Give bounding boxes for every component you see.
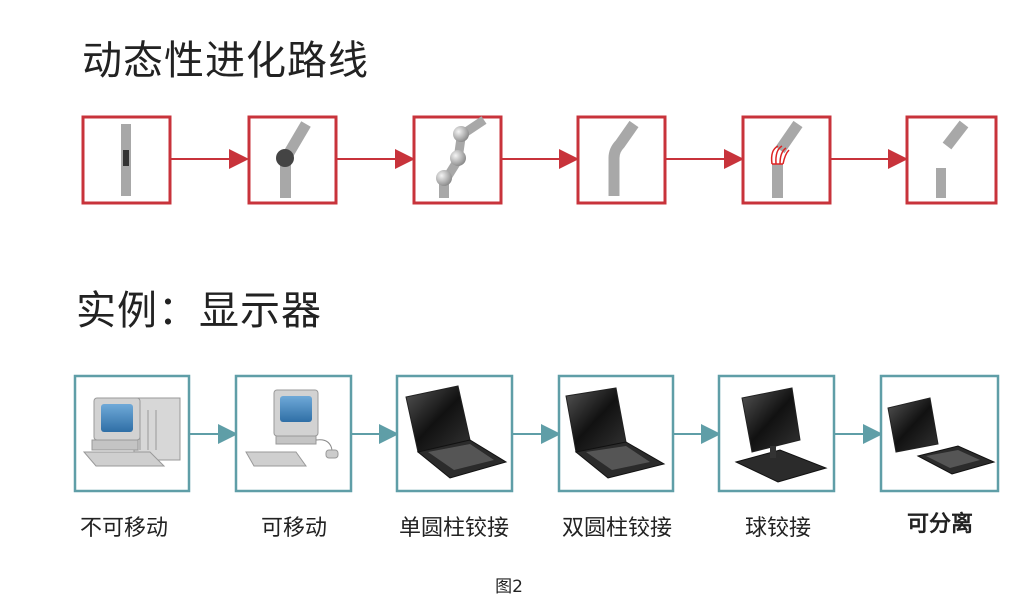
example-stage-portable <box>234 374 353 493</box>
example-stage-single-hinge <box>395 374 514 493</box>
figure-caption: 图2 <box>495 577 523 597</box>
example-label: 可分离 <box>906 511 974 537</box>
example-label: 可移动 <box>260 516 328 541</box>
bent-flexible-bar-icon <box>608 120 639 196</box>
example-stage-double-hinge <box>557 374 675 493</box>
rigid-bar-icon <box>121 124 131 196</box>
example-label: 不可移动 <box>79 516 169 541</box>
example-stage-ball-joint <box>717 374 836 493</box>
portable-computer-icon <box>245 389 339 467</box>
laptop-icon <box>405 385 508 479</box>
detachable-laptop-icon <box>887 397 996 475</box>
separated-bar-icon <box>936 120 969 198</box>
example-label: 球铰接 <box>744 516 812 541</box>
evolution-stage-flexible <box>576 115 667 205</box>
example-label: 双圆柱铰接 <box>561 516 673 541</box>
evolution-stage-separated <box>905 115 998 205</box>
evolution-stage-single-joint <box>247 115 338 205</box>
laptop-icon <box>565 387 666 479</box>
example-stage-detachable <box>879 374 1000 493</box>
elastic-joint-bar-icon <box>770 120 803 198</box>
single-joint-bar-icon <box>276 121 311 198</box>
desktop-computer-icon <box>82 397 181 467</box>
example-stage-desktop <box>73 374 191 493</box>
example-row <box>73 374 1000 493</box>
example-label: 单圆柱铰接 <box>398 516 510 541</box>
evolution-row <box>81 115 998 205</box>
swivel-laptop-icon <box>734 387 828 483</box>
evolution-stage-elastic <box>741 115 832 205</box>
evolution-stage-rigid <box>81 115 172 205</box>
evolution-stage-multi-joint <box>412 115 503 205</box>
multi-joint-bar-icon <box>436 116 487 198</box>
section-title: 动态性进化路线 <box>82 38 369 84</box>
example-title: 实例：显示器 <box>76 288 322 334</box>
